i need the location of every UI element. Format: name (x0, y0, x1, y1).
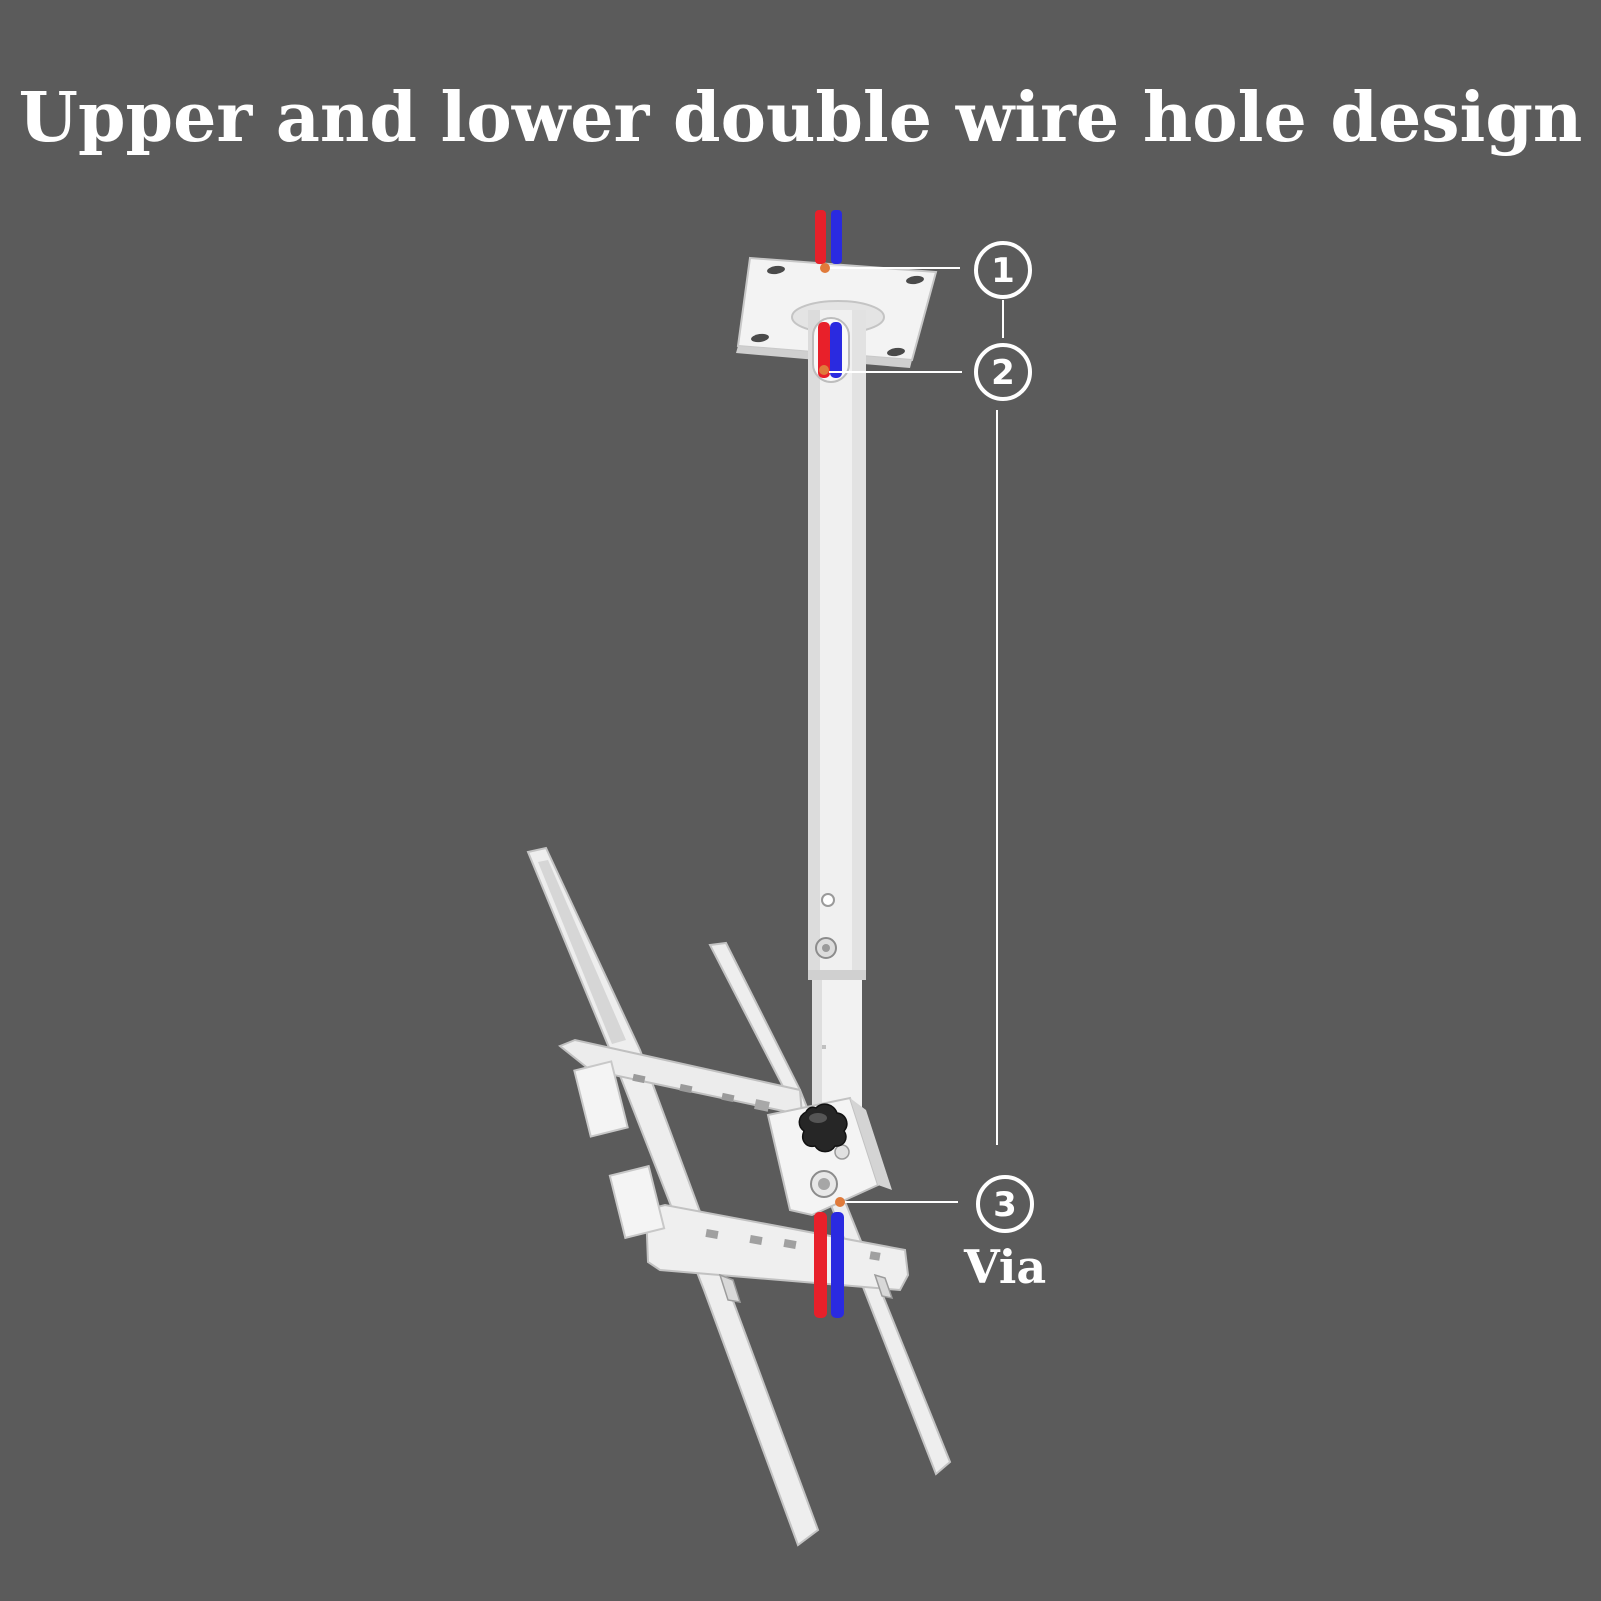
via-label: Via (964, 1240, 1047, 1294)
numbered-circle-icon (974, 343, 1032, 401)
callout-2: 2 (974, 343, 1032, 401)
support-pole (808, 310, 866, 1165)
marker-dot-1 (820, 263, 830, 273)
tv-bracket-frame (526, 846, 952, 1547)
callout-number-1: 1 (991, 251, 1015, 291)
marker-dot-2 (819, 365, 829, 375)
callout-number-3: 3 (993, 1185, 1017, 1225)
numbered-circle-icon (976, 1175, 1034, 1233)
callout-number-2: 2 (991, 353, 1015, 393)
callout-lines (829, 267, 1004, 1203)
tilt-joint (766, 1096, 892, 1217)
hole-markers (819, 263, 845, 1207)
numbered-circle-icon (974, 241, 1032, 299)
marker-dot-3 (835, 1197, 845, 1207)
headline: Upper and lower double wire hole design (18, 78, 1583, 158)
cable-routing (812, 210, 850, 1318)
callout-1: 1 (974, 241, 1032, 299)
callout-3: 3 (976, 1175, 1034, 1233)
